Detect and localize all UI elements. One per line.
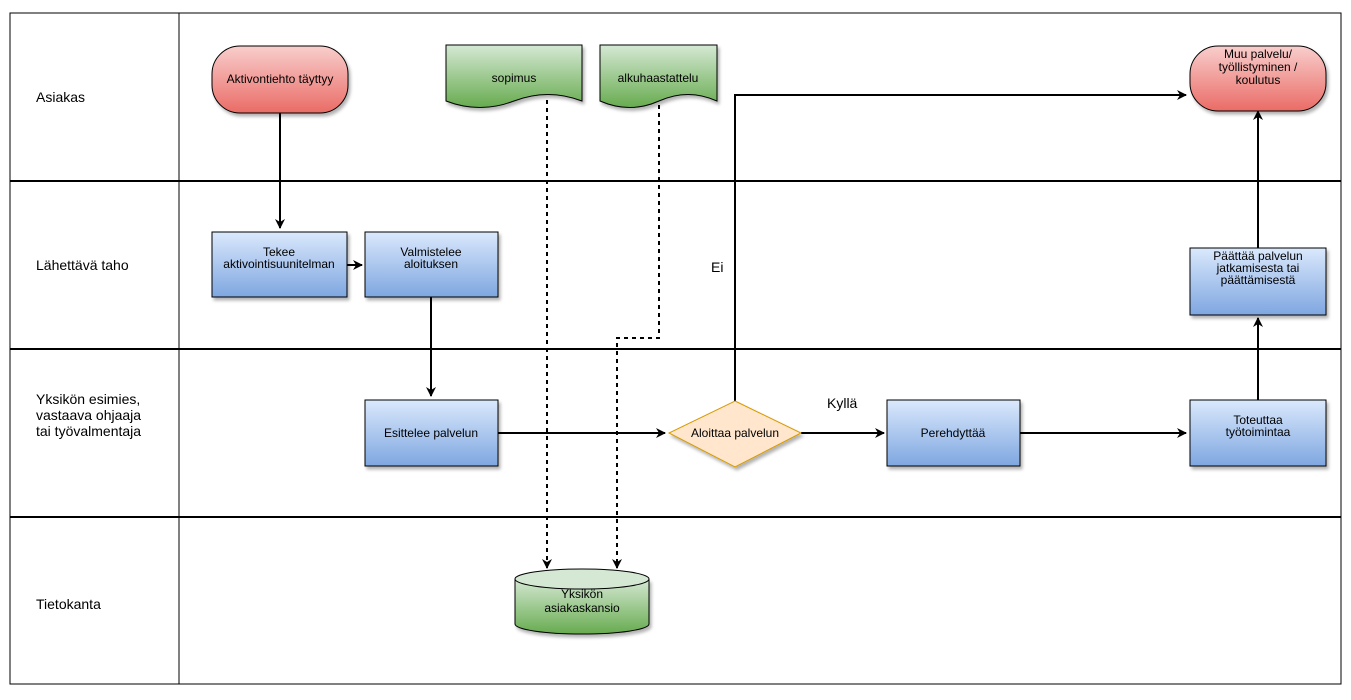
node-perehdyttaa: Perehdyttää [886, 399, 1021, 467]
edges [275, 90, 1263, 569]
edge-aloittaa-to-end [734, 90, 1187, 402]
node-end-label: Muu palvelu/työllistyminen /koulutus [1219, 47, 1298, 87]
node-decision-aloittaa: Aloittaa palvelun [667, 400, 803, 468]
node-end: Muu palvelu/työllistyminen /koulutus [1189, 45, 1327, 112]
lane-label-tietokanta: Tietokanta [36, 596, 101, 612]
edge-label-kylla: Kyllä [827, 395, 858, 411]
node-aloittaa-label: Aloittaa palvelun [691, 426, 779, 440]
node-document-sopimus: sopimus [445, 44, 583, 108]
node-start: Aktivontiehto täyttyy [211, 45, 349, 114]
node-esittelee-label: Esittelee palvelun [384, 426, 478, 440]
lane-label-asiakas: Asiakas [36, 89, 85, 105]
node-document-alkuhaastattelu: alkuhaastattelu [599, 44, 718, 108]
swimlane-grid [9, 12, 1342, 685]
lane-label-lahettava-taho: Lähettävä taho [36, 257, 129, 273]
edge-alkuhaastattelu-to-kansio [612, 105, 660, 569]
edge-label-ei: Ei [711, 259, 723, 275]
node-sopimus-label: sopimus [492, 71, 537, 85]
node-perehdyttaa-label: Perehdyttää [921, 426, 986, 440]
decision-diamond-shape [667, 400, 803, 468]
node-esittelee: Esittelee palvelun [364, 399, 499, 467]
node-start-label: Aktivontiehto täyttyy [227, 72, 334, 86]
node-alkuhaastattelu-label: alkuhaastattelu [618, 71, 699, 85]
